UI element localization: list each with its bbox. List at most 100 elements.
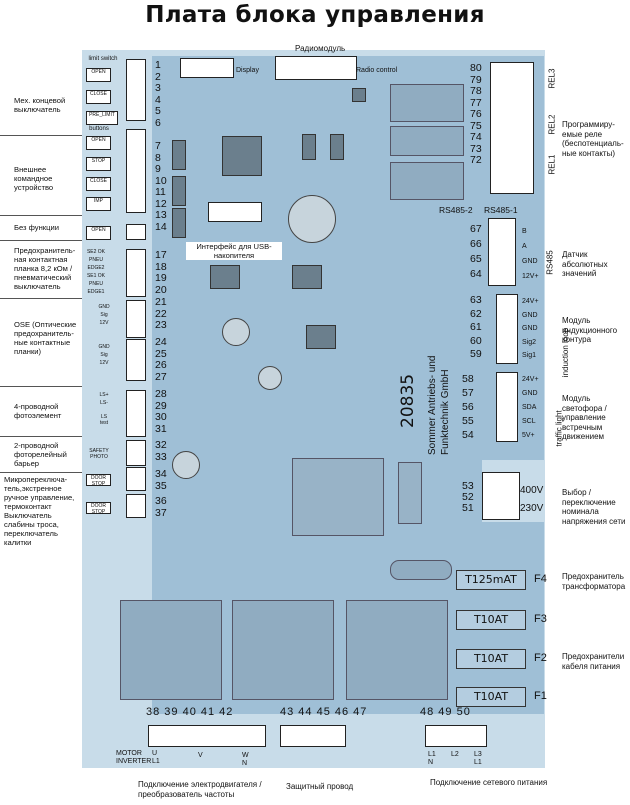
pin-number: 60 — [470, 334, 482, 347]
capacitor — [258, 366, 282, 390]
divider — [0, 386, 82, 387]
term-label: GND — [522, 258, 538, 265]
pin-number: 55 — [462, 415, 474, 427]
fuse-id: F1 — [534, 690, 547, 702]
left-pin-numbers-group-f: 28 29 30 31 — [155, 388, 167, 435]
traffic-terms: 24V+ GND SDA SCL 5V+ — [522, 373, 539, 443]
board-id: 20835 — [398, 373, 418, 428]
pin-number: 64 — [470, 268, 482, 280]
motor-term: U — [152, 750, 158, 757]
pin-number: 63 — [470, 294, 482, 306]
pin-number: 57 — [462, 387, 474, 399]
pin-number: 72 — [470, 154, 482, 166]
label-ose: OSE (Оптические предохранитель-ные конта… — [14, 320, 77, 356]
term-label: SDA — [522, 404, 537, 411]
rs485-pins: 67 66 65 64 — [470, 222, 482, 282]
voltage-option: 400V — [520, 485, 544, 496]
relay-rel3 — [390, 84, 464, 122]
label-photo4: 4-проводной фотоэлемент — [14, 402, 62, 420]
pin-number: 61 — [470, 321, 482, 333]
left-pin-numbers-group-d: 21 22 23 — [155, 296, 167, 332]
rs485-2-label: RS485-2 — [439, 205, 473, 215]
block-open: OPEN — [86, 136, 111, 150]
pin-number: 13 — [155, 209, 167, 221]
pin-number: 37 — [155, 506, 167, 519]
component — [172, 208, 186, 238]
pin-number: 28 — [155, 388, 167, 400]
motor-term: V — [198, 752, 203, 759]
fuse-f1: T10AT — [456, 687, 526, 707]
block-label: PNEU — [89, 281, 103, 287]
label-micro-switch: Микропереключа-тель,экстренное ручное уп… — [4, 475, 75, 547]
pin-number: 80 — [470, 62, 482, 74]
mains-connector — [425, 725, 487, 747]
voltage-options: 400V 230V — [520, 482, 543, 518]
divider — [0, 135, 82, 136]
pin-number: 62 — [470, 307, 482, 320]
fuse-id: F4 — [534, 573, 547, 585]
traffic-pins: 58 57 56 55 54 — [462, 372, 474, 442]
mains-pins: 48 49 50 — [420, 706, 471, 718]
maker-text: Sommer Antriebs- und Funktechnik GmbH — [427, 355, 451, 456]
term-label: GND — [522, 311, 538, 319]
terminal-strip-24-27 — [126, 339, 146, 381]
terminal-strip-36-37 — [126, 494, 146, 518]
block-label: LS- — [100, 400, 108, 406]
terminal-strip-21-23 — [126, 300, 146, 338]
block-label: limit switch — [88, 56, 118, 62]
term-label: 24V+ — [522, 298, 539, 305]
left-pin-numbers-group-i: 36 37 — [155, 495, 167, 519]
chip — [330, 134, 344, 160]
page-title: Плата блока управления — [145, 2, 485, 28]
divider — [0, 298, 82, 299]
terminal-strip-7-14 — [126, 129, 146, 213]
left-terminal-column: limit switch OPEN CLOSE PRE_LIMIT button… — [83, 54, 151, 540]
pin-number: 18 — [155, 260, 167, 273]
pin-number: 66 — [470, 238, 482, 250]
pin-number: 51 — [462, 502, 474, 514]
induction-pins: 63 62 61 60 59 — [470, 294, 482, 362]
divider — [0, 472, 82, 473]
terminal-strip-1-6 — [126, 59, 146, 121]
pin-number: 8 — [155, 151, 161, 164]
pin-number: 21 — [155, 296, 167, 308]
protective-pins: 43 44 45 46 47 — [280, 706, 368, 718]
block-label: 12V — [99, 320, 109, 326]
pin-number: 78 — [470, 85, 482, 97]
label-abs-sensor: Датчик абсолютных значений — [562, 250, 608, 278]
label-mech-limit: Мех. концевой выключатель — [14, 96, 66, 114]
motor-label: Подключение электродвигателя / преобразо… — [138, 780, 262, 799]
term-label: B — [522, 228, 527, 235]
term-label: SCL — [522, 418, 536, 425]
label-fuse-trafo: Предохранитель трансформатора — [562, 572, 626, 591]
block-label: Sig — [100, 312, 108, 318]
pin-number: 22 — [155, 307, 167, 320]
block-stop: STOP — [86, 157, 111, 171]
block-door-stop: DOOR STOP — [86, 474, 111, 487]
motor-term: N — [242, 760, 248, 767]
term-label: 5V+ — [522, 432, 535, 439]
term-label: A — [522, 243, 527, 250]
pin-number: 79 — [470, 73, 482, 86]
term-label: 12V+ — [522, 273, 539, 280]
pin-number: 33 — [155, 450, 167, 463]
regulator — [292, 265, 322, 289]
block-open: OPEN — [86, 68, 111, 82]
mains-label: Подключение сетевого питания — [430, 778, 548, 787]
terminal-strip-32-33 — [126, 440, 146, 466]
pin-number: 9 — [155, 163, 161, 175]
motor-term: W — [242, 752, 249, 759]
label-induction: Модуль индукционного контура — [562, 316, 618, 344]
relay-terminal-block — [490, 62, 534, 194]
left-pin-numbers-group-g: 32 33 — [155, 439, 167, 463]
power-relay — [346, 600, 448, 700]
pin-number: 12 — [155, 197, 167, 210]
pin-number: 20 — [155, 283, 167, 296]
radio-module-label: Радиомодуль — [295, 44, 346, 53]
pin-number: 58 — [462, 373, 474, 385]
fuse-f2: T10AT — [456, 649, 526, 669]
power-relay — [120, 600, 222, 700]
block-label: Sig — [100, 352, 108, 358]
terminal-strip-28-31 — [126, 390, 146, 437]
mains-term: L1 — [428, 751, 436, 758]
